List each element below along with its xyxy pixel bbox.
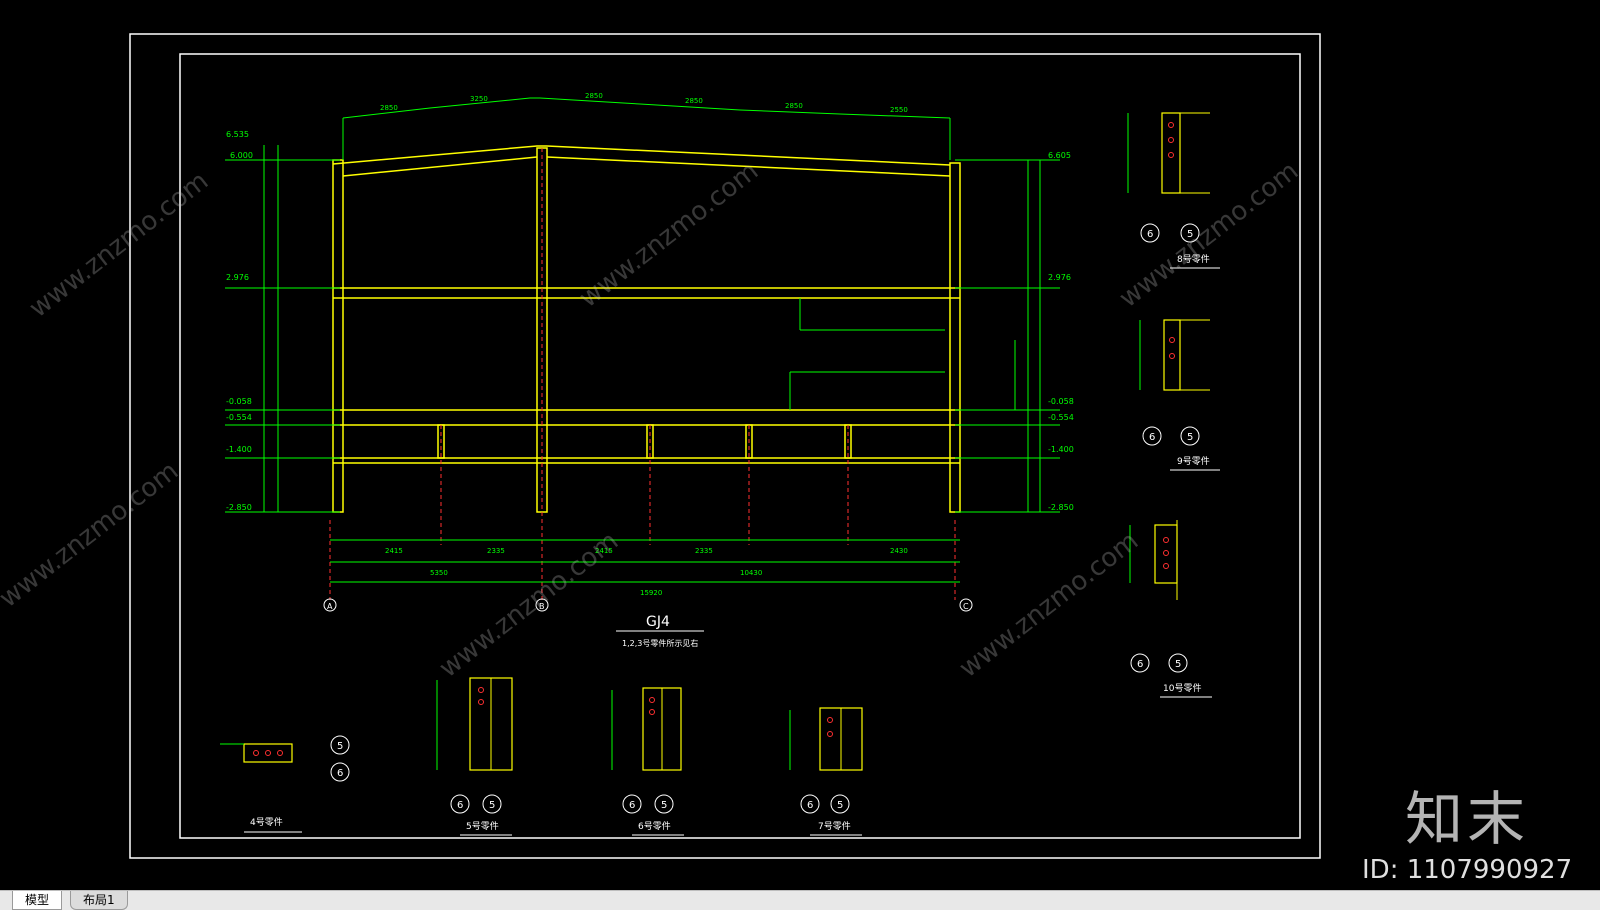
- bot-dim-4: 2335: [695, 547, 713, 555]
- part8-callout-6: 6: [1147, 229, 1153, 240]
- rafter-right: [546, 145, 951, 166]
- axis-label-b: B: [539, 602, 545, 611]
- part4-callout-5: 5: [337, 741, 343, 752]
- elev-left-4: -0.058: [226, 397, 252, 406]
- bottom-dimension-texts: 2415 2335 2415 2335 2430 5350 10430 1592…: [385, 547, 908, 597]
- sheet-inner-border: [179, 53, 1301, 839]
- part5-callout-6: 6: [457, 800, 463, 811]
- part9-callout-6: 6: [1149, 432, 1155, 443]
- part4-label: 4号零件: [250, 816, 283, 828]
- elevation-labels-left: 6.535 6.000 2.976 -0.058 -0.554 -1.400 -…: [226, 130, 253, 512]
- part6-callout-5: 5: [661, 800, 667, 811]
- column-a: [332, 159, 344, 513]
- part5-callout-5: 5: [489, 800, 495, 811]
- sheet-outer-border: [129, 33, 1321, 859]
- elev-right-4: -0.554: [1048, 413, 1074, 422]
- part-detail-6: 6 5 6号零件: [611, 687, 684, 836]
- part4-callout-6: 6: [337, 768, 343, 779]
- top-dim-3: 2850: [585, 92, 603, 100]
- watermark-id: ID: 1107990927: [1362, 855, 1573, 885]
- part8-label: 8号零件: [1177, 253, 1210, 265]
- structural-drawing: A B C 6.535 6.000 2.976 -0.058 -0.554 -1…: [129, 33, 1321, 859]
- part9-callout-5: 5: [1187, 432, 1193, 443]
- cad-model-space[interactable]: A B C 6.535 6.000 2.976 -0.058 -0.554 -1…: [0, 0, 1600, 890]
- part9-label: 9号零件: [1177, 455, 1210, 467]
- part6-callout-6: 6: [629, 800, 635, 811]
- elev-right-1: 6.605: [1048, 151, 1071, 160]
- bot-dim-3: 2415: [595, 547, 613, 555]
- tab-layout1[interactable]: 布局1: [70, 891, 128, 910]
- top-dim-4: 2850: [685, 97, 703, 105]
- dimension-lines: [225, 97, 1060, 583]
- axis-centerlines: [329, 148, 956, 600]
- top-dim-1: 2850: [380, 104, 398, 112]
- steel-frame-gj4: [332, 145, 961, 513]
- rafter-right-lower: [546, 156, 951, 177]
- elev-left-5: -0.554: [226, 413, 252, 422]
- rafter-left-lower: [342, 156, 538, 177]
- part10-label: 10号零件: [1163, 682, 1201, 694]
- axis-bubbles: [323, 598, 973, 612]
- part-detail-7: 6 5 7号零件: [789, 707, 863, 836]
- elev-left-3: 2.976: [226, 273, 249, 282]
- elev-right-2: 2.976: [1048, 273, 1071, 282]
- part7-callout-6: 6: [807, 800, 813, 811]
- elev-right-5: -1.400: [1048, 445, 1074, 454]
- top-dimension-texts: 2850 3250 2850 2850 2850 2550: [380, 92, 908, 114]
- frame-subtitle: 1,2,3号零件所示见右: [622, 638, 698, 648]
- top-dim-2: 3250: [470, 95, 488, 103]
- frame-title: GJ4: [646, 614, 670, 630]
- column-c: [949, 162, 961, 513]
- watermark-logo: 知末: [1405, 785, 1530, 853]
- elev-right-6: -2.850: [1048, 503, 1074, 512]
- part6-label: 6号零件: [638, 820, 671, 832]
- elev-left-6: -1.400: [226, 445, 252, 454]
- top-dim-6: 2550: [890, 106, 908, 114]
- bot-dim-1: 2415: [385, 547, 403, 555]
- bot-dim-row2-1: 5350: [430, 569, 448, 577]
- rafter-left: [332, 145, 547, 165]
- elev-left-7: -2.850: [226, 503, 252, 512]
- elevation-labels-right: 6.605 2.976 -0.058 -0.554 -1.400 -2.850: [1048, 151, 1074, 512]
- elev-left-1: 6.535: [226, 130, 249, 139]
- bot-dim-total: 15920: [640, 589, 662, 597]
- part7-callout-5: 5: [837, 800, 843, 811]
- part-detail-9: 6 5 9号零件: [1139, 319, 1220, 471]
- part-detail-10: 6 5 10号零件: [1129, 520, 1212, 698]
- part7-label: 7号零件: [818, 820, 851, 832]
- part-detail-4: 5 6 4号零件: [220, 735, 350, 833]
- part10-callout-5: 5: [1175, 659, 1181, 670]
- bot-dim-5: 2430: [890, 547, 908, 555]
- part-detail-5: 6 5 5号零件: [436, 677, 513, 836]
- axis-label-a: A: [327, 602, 333, 611]
- layout-tab-bar: 模型 布局1: [0, 890, 1600, 910]
- part8-callout-5: 5: [1187, 229, 1193, 240]
- bot-dim-row2-2: 10430: [740, 569, 762, 577]
- part10-callout-6: 6: [1137, 659, 1143, 670]
- axis-label-c: C: [963, 602, 969, 611]
- part5-label: 5号零件: [466, 820, 499, 832]
- bot-dim-2: 2335: [487, 547, 505, 555]
- part-detail-8: 6 5 8号零件: [1127, 112, 1220, 269]
- tab-model[interactable]: 模型: [12, 891, 63, 910]
- elev-left-2: 6.000: [230, 151, 253, 160]
- top-dim-5: 2850: [785, 102, 803, 110]
- elev-right-3: -0.058: [1048, 397, 1074, 406]
